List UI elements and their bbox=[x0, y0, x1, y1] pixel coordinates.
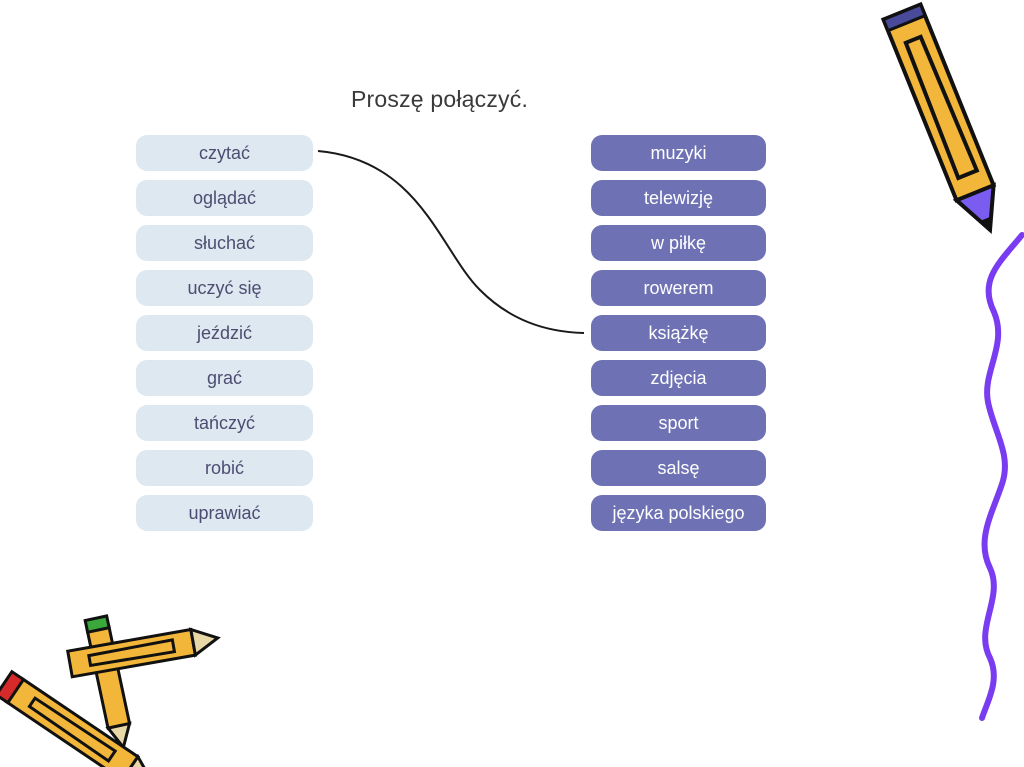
left-item[interactable]: robić bbox=[136, 450, 313, 486]
right-item[interactable]: telewizję bbox=[591, 180, 766, 216]
connector-line[interactable] bbox=[317, 150, 585, 334]
left-item[interactable]: słuchać bbox=[136, 225, 313, 261]
squiggle-border bbox=[979, 232, 1024, 721]
right-item[interactable]: języka polskiego bbox=[591, 495, 766, 531]
pencil-icon bbox=[880, 1, 997, 235]
right-item[interactable]: rowerem bbox=[591, 270, 766, 306]
page-title: Proszę połączyć. bbox=[351, 86, 529, 112]
right-item[interactable]: w piłkę bbox=[591, 225, 766, 261]
crossed-pencils-icon bbox=[0, 614, 221, 767]
left-item[interactable]: oglądać bbox=[136, 180, 313, 216]
right-item[interactable]: książkę bbox=[591, 315, 766, 351]
left-item[interactable]: grać bbox=[136, 360, 313, 396]
left-item[interactable]: czytać bbox=[136, 135, 313, 171]
right-item[interactable]: sport bbox=[591, 405, 766, 441]
left-item[interactable]: tańczyć bbox=[136, 405, 313, 441]
right-item[interactable]: salsę bbox=[591, 450, 766, 486]
right-item[interactable]: zdjęcia bbox=[591, 360, 766, 396]
left-item[interactable]: jeździć bbox=[136, 315, 313, 351]
left-item[interactable]: uczyć się bbox=[136, 270, 313, 306]
right-item[interactable]: muzyki bbox=[591, 135, 766, 171]
left-item[interactable]: uprawiać bbox=[136, 495, 313, 531]
